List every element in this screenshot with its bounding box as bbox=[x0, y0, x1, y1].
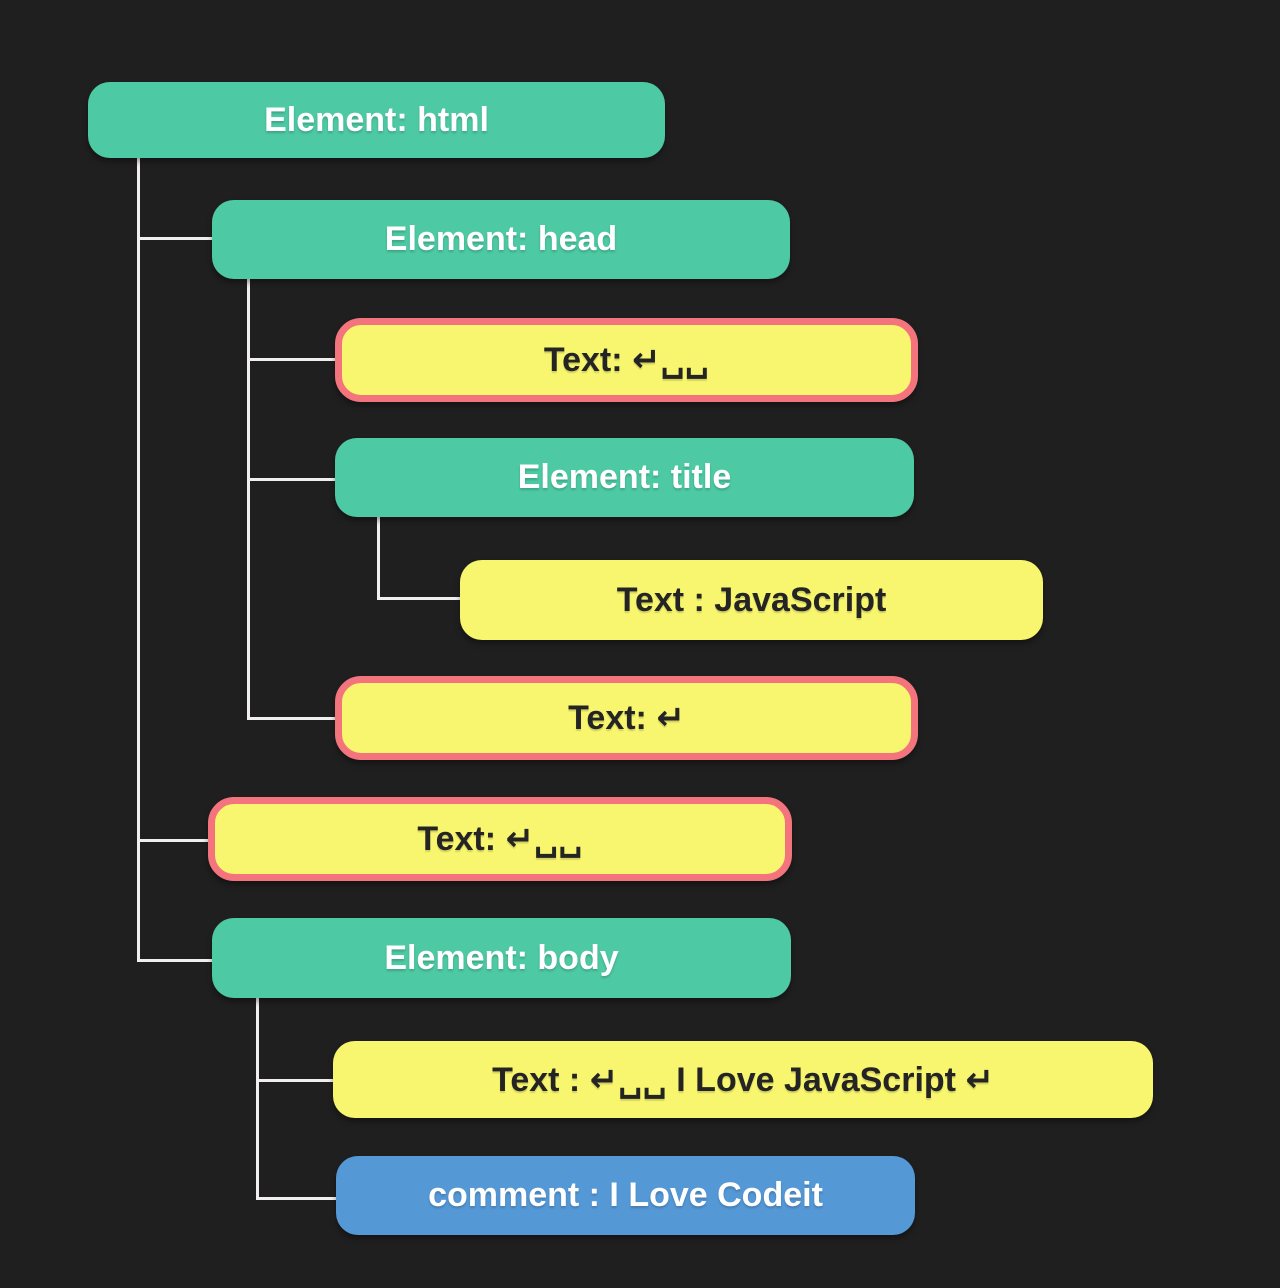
connector-vertical-body bbox=[256, 998, 259, 1200]
connector-branch-text-ws-html bbox=[137, 839, 208, 842]
node-element-body: Element: body bbox=[212, 918, 791, 998]
node-element-title: Element: title bbox=[335, 438, 914, 517]
node-text-body: Text : ↵␣␣ I Love JavaScript ↵ bbox=[333, 1041, 1153, 1118]
node-element-title-label: Element: title bbox=[517, 458, 732, 496]
node-text-whitespace-2-label: Text: ↵ bbox=[568, 699, 685, 737]
connector-branch-text-javascript bbox=[377, 597, 460, 600]
connector-vertical-head bbox=[247, 279, 250, 720]
node-text-whitespace-3-label: Text: ↵␣␣ bbox=[417, 820, 583, 858]
node-element-body-label: Element: body bbox=[384, 938, 619, 977]
connector-branch-text-ws-head-1 bbox=[247, 358, 335, 361]
node-comment-label: comment : I Love Codeit bbox=[428, 1176, 823, 1214]
node-comment: comment : I Love Codeit bbox=[336, 1156, 915, 1235]
connector-branch-comment bbox=[256, 1197, 336, 1200]
connector-branch-body bbox=[137, 959, 212, 962]
node-text-whitespace-2: Text: ↵ bbox=[335, 676, 918, 760]
connector-branch-text-body bbox=[256, 1079, 333, 1082]
connector-branch-text-ws-head-2 bbox=[247, 717, 335, 720]
node-text-whitespace-1-label: Text: ↵␣␣ bbox=[543, 341, 710, 379]
connector-branch-head bbox=[137, 237, 212, 240]
node-text-whitespace-3: Text: ↵␣␣ bbox=[208, 797, 792, 881]
node-element-head: Element: head bbox=[212, 200, 790, 279]
connector-branch-title bbox=[247, 478, 335, 481]
node-text-javascript-label: Text : JavaScript bbox=[616, 580, 887, 619]
node-element-html-label: Element: html bbox=[264, 100, 489, 139]
node-text-body-label: Text : ↵␣␣ I Love JavaScript ↵ bbox=[492, 1060, 994, 1099]
node-text-javascript: Text : JavaScript bbox=[460, 560, 1043, 640]
connector-vertical-title bbox=[377, 517, 380, 600]
node-element-head-label: Element: head bbox=[384, 220, 618, 258]
node-text-whitespace-1: Text: ↵␣␣ bbox=[335, 318, 918, 402]
connector-vertical-html bbox=[137, 158, 140, 962]
node-element-html: Element: html bbox=[88, 82, 665, 158]
